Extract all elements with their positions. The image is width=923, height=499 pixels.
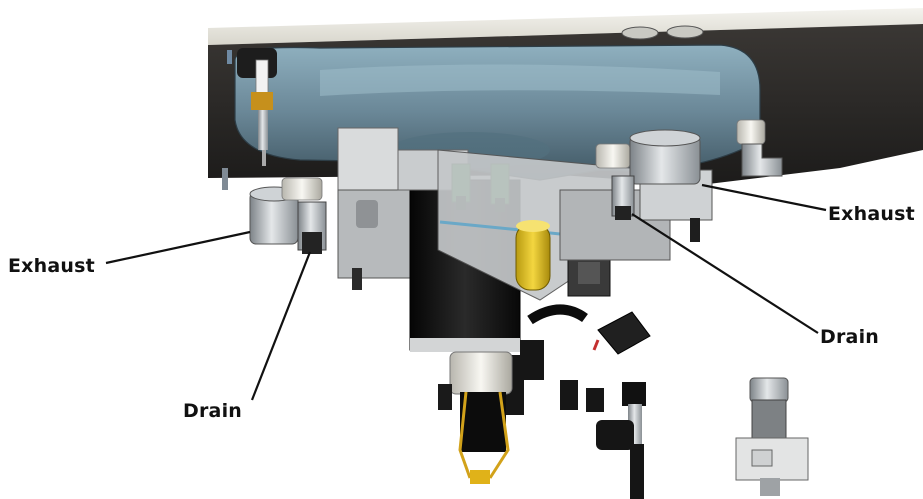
elbow-fitting-top-right <box>736 119 783 177</box>
leader-lines <box>105 183 827 401</box>
leader-drain-right <box>631 213 819 334</box>
tube-connector-bottom <box>596 382 646 499</box>
left-stem-fitting <box>237 48 277 166</box>
drain-fitting-right <box>611 175 635 220</box>
drain-fitting-left <box>297 201 327 254</box>
yellow-component <box>515 220 551 291</box>
regulator-bottom-right <box>735 377 809 496</box>
leader-exhaust-left <box>105 230 251 265</box>
right-manifold <box>559 169 713 261</box>
exhaust-label-right: Exhaust <box>828 203 915 225</box>
tilted-solenoid <box>592 311 651 355</box>
bottom-cylinder <box>438 351 513 484</box>
exhaust-label-left: Exhaust <box>8 255 95 277</box>
valve-block-left <box>337 127 411 290</box>
drain-label-left: Drain <box>183 400 243 422</box>
leader-exhaust-right <box>701 183 827 212</box>
leader-drain-left <box>250 251 312 401</box>
drain-label-right: Drain <box>820 326 880 348</box>
exhaust-canister-right <box>595 129 701 185</box>
